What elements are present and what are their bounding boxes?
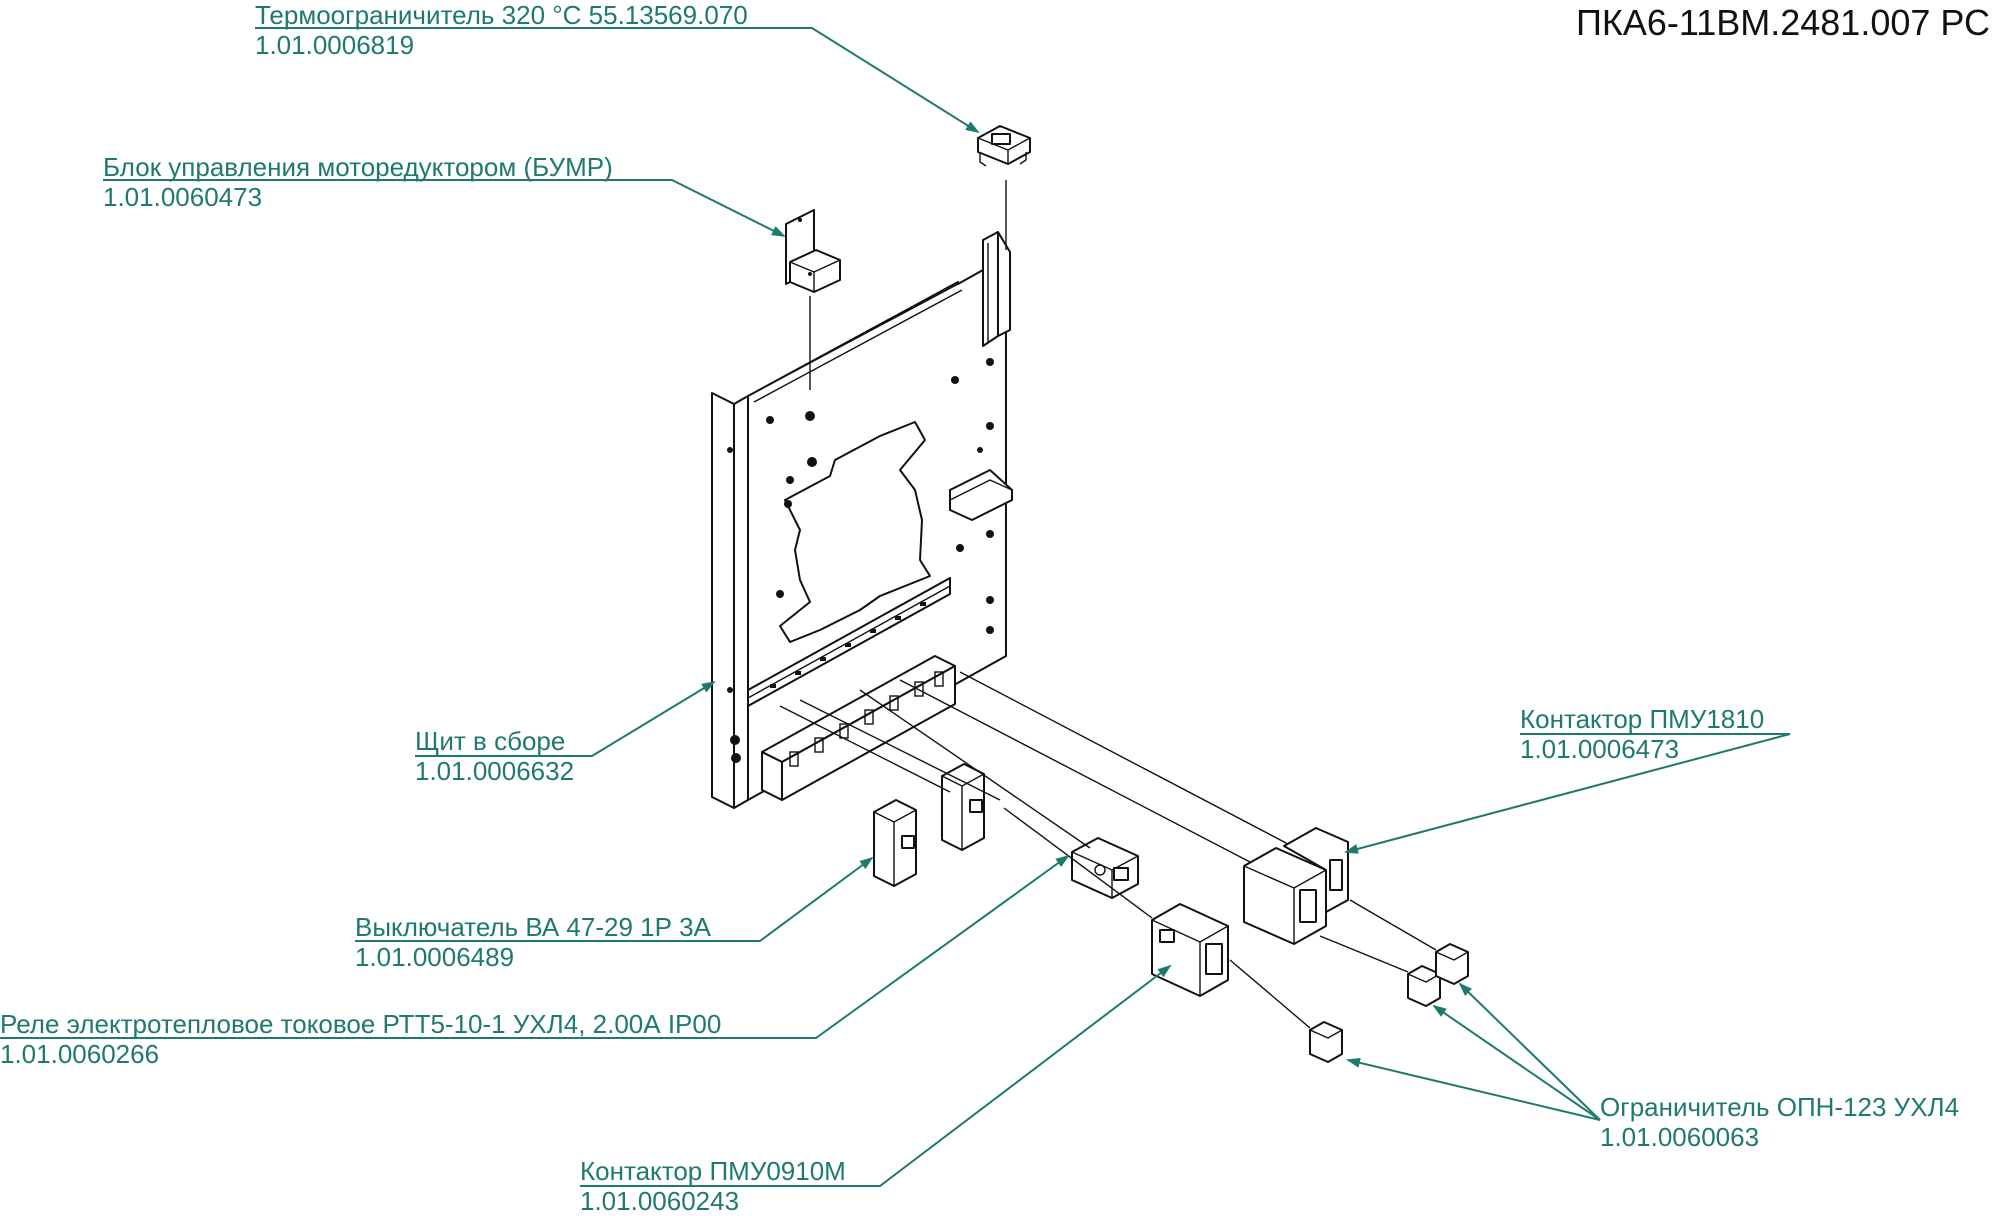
callout-bumr-code: 1.01.0060473	[103, 182, 263, 212]
callout-bumr: Блок управления моторедуктором (БУМР) 1.…	[103, 152, 613, 212]
callout-pmu0910-name: Контактор ПМУ0910М	[580, 1156, 846, 1186]
circuit-breakers	[873, 763, 985, 887]
assembly-lines	[779, 671, 1437, 1029]
bumr-part	[785, 209, 841, 390]
callout-relay-name: Реле электротепловое токовое РТТ5-10-1 У…	[0, 1009, 722, 1039]
contactor-pmu1810-part	[1243, 827, 1349, 945]
callout-breaker-code: 1.01.0006489	[355, 942, 515, 972]
callout-thermostat-name: Термоограничитель 320 °С 55.13569.070	[255, 0, 748, 30]
callout-breaker-name: Выключатель ВА 47-29 1Р 3А	[355, 912, 711, 942]
mounting-panel	[711, 231, 1013, 809]
callout-opn: Ограничитель ОПН-123 УХЛ4 1.01.0060063	[1600, 1092, 1959, 1152]
callout-breaker: Выключатель ВА 47-29 1Р 3А 1.01.0006489	[355, 912, 711, 972]
callout-pmu1810-code: 1.01.0006473	[1520, 734, 1680, 764]
callout-relay: Реле электротепловое токовое РТТ5-10-1 У…	[0, 1009, 721, 1069]
callout-thermostat-code: 1.01.0006819	[255, 30, 415, 60]
surge-arresters	[1309, 943, 1469, 1063]
relay-part	[1071, 837, 1139, 899]
callout-pmu0910: Контактор ПМУ0910М 1.01.0060243	[580, 1156, 846, 1216]
callout-panel-name: Щит в сборе	[415, 726, 566, 756]
callout-pmu1810: Контактор ПМУ1810 1.01.0006473	[1520, 704, 1764, 764]
callout-relay-code: 1.01.0060266	[0, 1039, 160, 1069]
leader-lines	[0, 27, 1791, 1187]
document-code: ПКА6-11ВМ.2481.007 РС	[1576, 2, 1990, 43]
callout-pmu0910-code: 1.01.0060243	[580, 1186, 740, 1216]
contactor-pmu0910-part	[1151, 903, 1229, 997]
callout-opn-code: 1.01.0060063	[1600, 1122, 1760, 1152]
callout-panel: Щит в сборе 1.01.0006632	[415, 726, 574, 786]
callout-opn-name: Ограничитель ОПН-123 УХЛ4	[1600, 1092, 1960, 1122]
callout-panel-code: 1.01.0006632	[415, 756, 575, 786]
callout-pmu1810-name: Контактор ПМУ1810	[1520, 704, 1765, 734]
thermostat-part	[977, 125, 1031, 250]
callout-bumr-name: Блок управления моторедуктором (БУМР)	[103, 152, 613, 182]
callout-thermostat: Термоограничитель 320 °С 55.13569.070 1.…	[255, 0, 748, 60]
